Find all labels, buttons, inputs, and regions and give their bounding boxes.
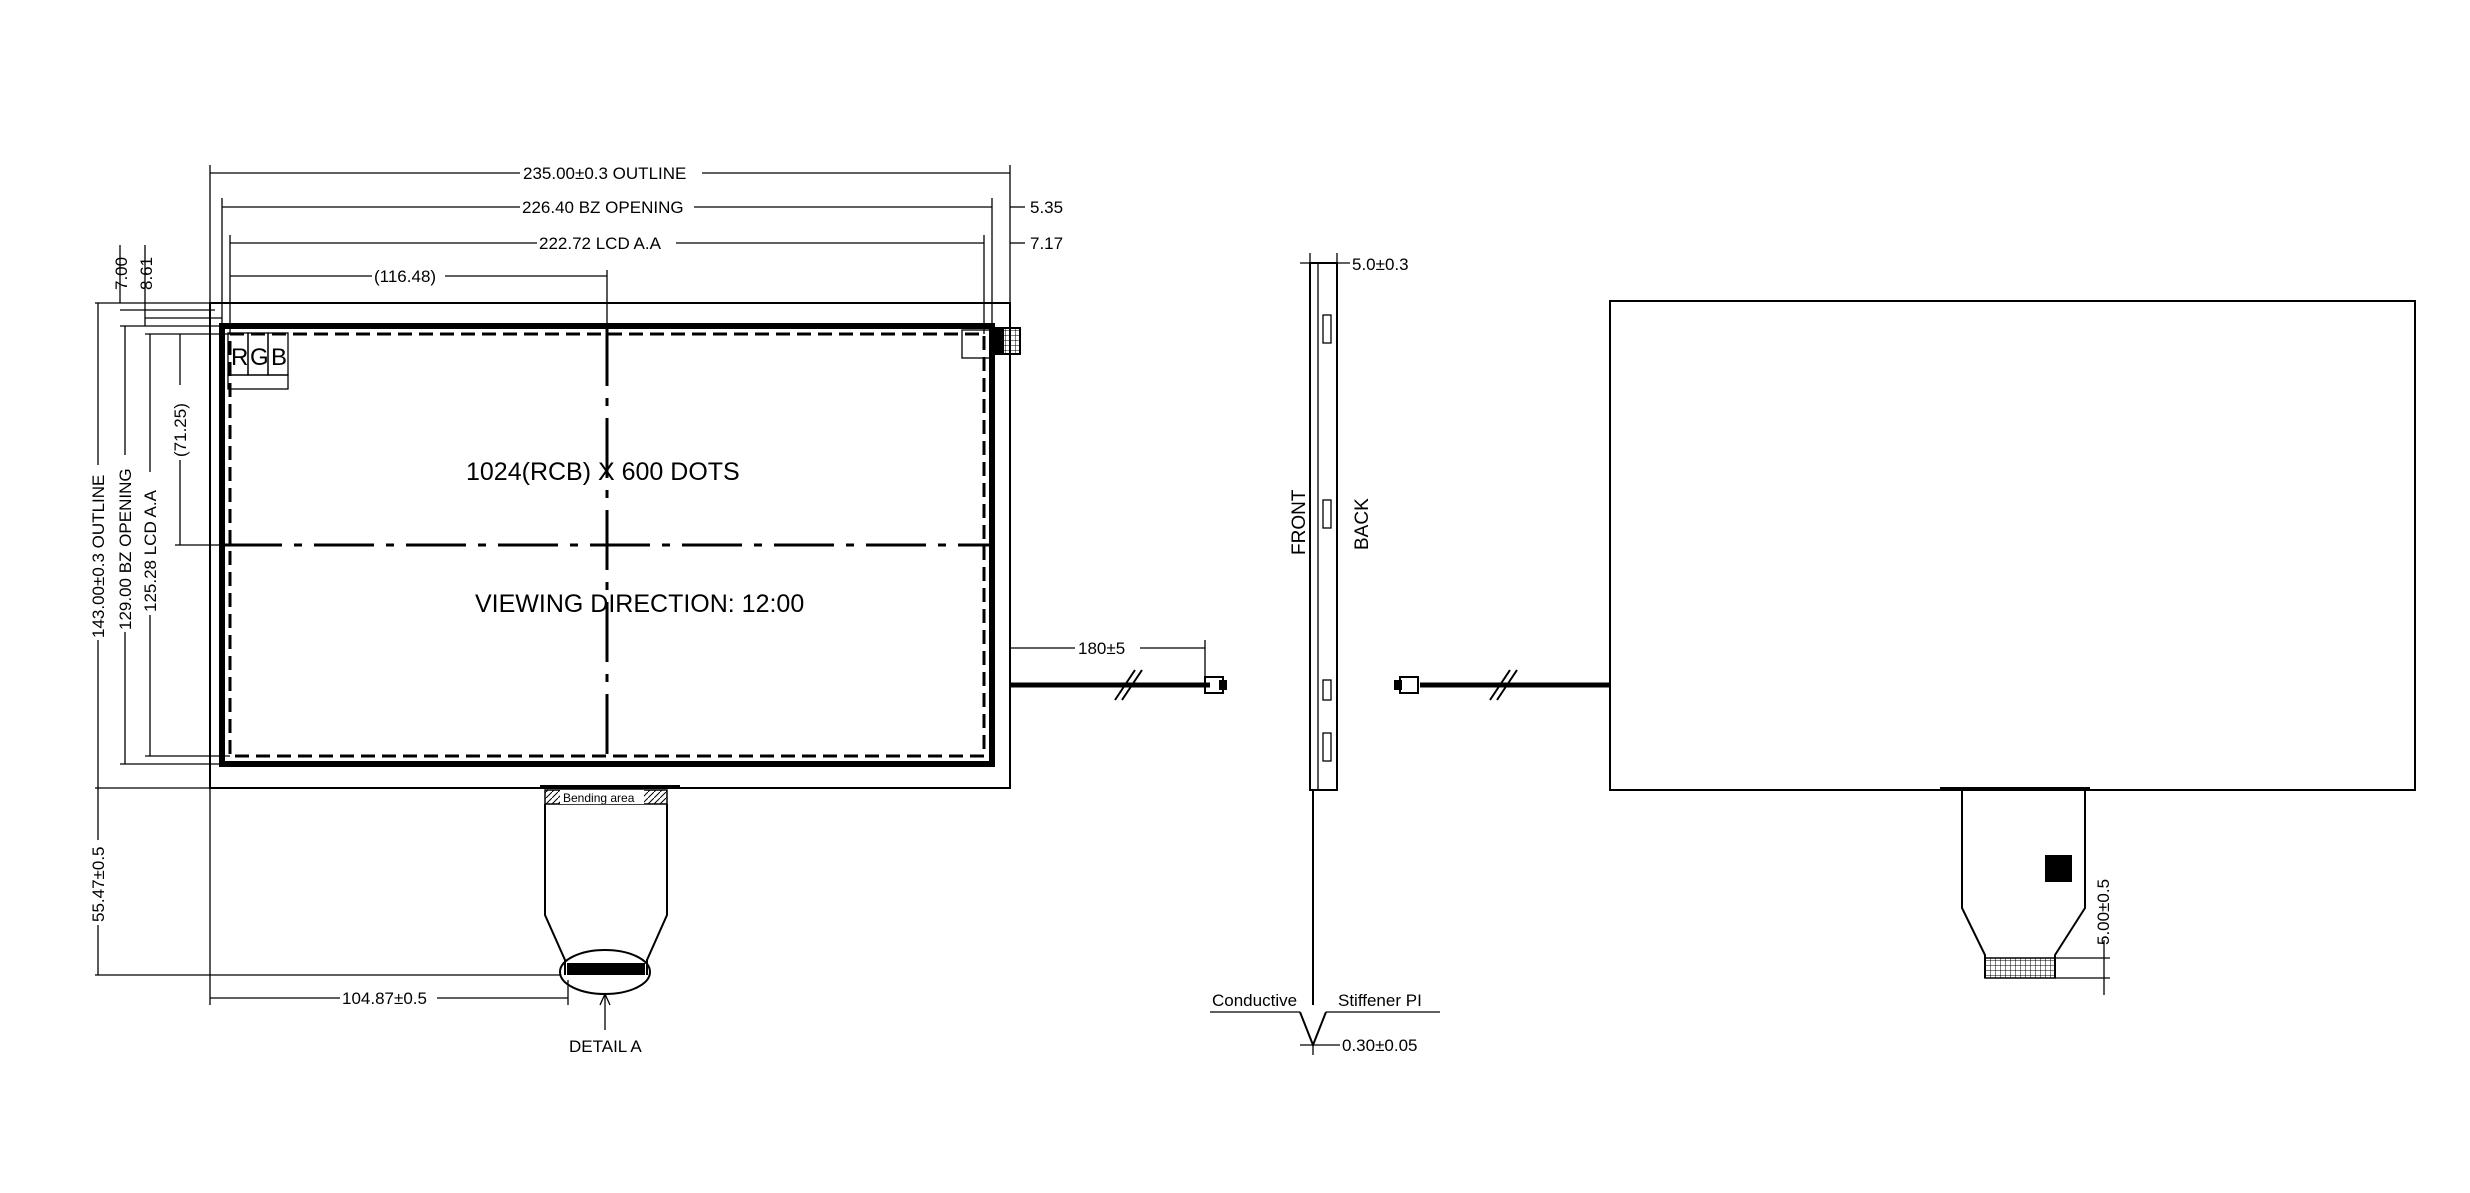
viewing-direction-text: VIEWING DIRECTION: 12:00	[475, 590, 804, 618]
resolution-text: 1024(RCB) X 600 DOTS	[466, 458, 740, 486]
back-panel-outline	[1609, 300, 2416, 791]
pixel-b: B	[271, 344, 287, 371]
back-view: 5.00±0.5	[1394, 300, 2416, 995]
dim-offset-717: 7.17	[1030, 234, 1063, 253]
label-back: BACK	[1352, 498, 1373, 550]
dim-bz-width: 226.40 BZ OPENING	[522, 198, 684, 217]
bending-area-label: Bending area	[563, 791, 635, 805]
dim-aa-width: 222.72 LCD A.A	[539, 234, 662, 253]
label-conductive: Conductive	[1212, 991, 1297, 1010]
dim-fpc-offset: 104.87±0.5	[342, 989, 427, 1008]
front-view: R G B 1024(RCB) X 600 DOTS VIEWING DIREC…	[89, 164, 1227, 1056]
bottom-dimension: 104.87±0.5	[209, 788, 569, 1008]
back-fpc-ic	[2045, 855, 2072, 882]
back-fpc	[1940, 787, 2090, 979]
fpc-contacts	[567, 963, 645, 975]
dim-thickness: 5.0±0.3	[1352, 255, 1409, 274]
label-front: FRONT	[1289, 489, 1310, 555]
cable-connector-back	[1399, 676, 1419, 694]
side-view: 5.0±0.3 FRONT BACK Conductive Stiffener …	[1210, 253, 1440, 1055]
dim-cable: 180±5	[1078, 639, 1125, 658]
dim-top-861: 8.61	[137, 257, 156, 290]
label-stiffener: Stiffener PI	[1338, 991, 1422, 1010]
pixel-g: G	[250, 344, 269, 371]
top-dimensions: 235.00±0.3 OUTLINE 226.40 BZ OPENING 5.3…	[209, 164, 1063, 334]
dim-stiffener: 0.30±0.05	[1342, 1036, 1418, 1055]
back-fpc-contacts	[1984, 957, 2056, 979]
dim-fpc-tail: 5.00±0.5	[2094, 879, 2113, 945]
detail-a-label: DETAIL A	[569, 1037, 642, 1056]
dim-outline-height: 143.00±0.3 OUTLINE	[89, 475, 108, 638]
rgb-pixel-detail: R G B	[227, 332, 289, 390]
dim-center-x: (116.48)	[374, 267, 436, 286]
fpc-tail: Bending area DETAIL A	[540, 785, 680, 1056]
dim-center-y: (71.25)	[171, 403, 190, 457]
pixel-r: R	[231, 344, 248, 371]
dim-aa-height: 125.28 LCD A.A	[141, 489, 160, 612]
dim-bz-height: 129.00 BZ OPENING	[116, 468, 135, 630]
left-dimensions: 143.00±0.3 OUTLINE 129.00 BZ OPENING 125…	[89, 245, 560, 976]
dim-outline-width: 235.00±0.3 OUTLINE	[523, 164, 686, 183]
dim-offset-535: 5.35	[1030, 198, 1063, 217]
dim-top-700: 7.00	[112, 257, 131, 290]
cable-dimension: 180±5	[1009, 639, 1206, 690]
dim-fpc-height: 55.47±0.5	[89, 846, 108, 922]
